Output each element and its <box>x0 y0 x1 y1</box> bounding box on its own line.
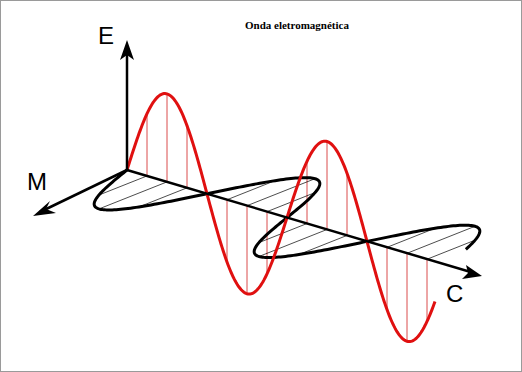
m-vector-line <box>427 240 475 259</box>
m-arrowhead <box>33 201 56 216</box>
field-vectors <box>99 94 475 341</box>
c-axis <box>127 170 474 273</box>
e-vector-line <box>167 94 168 182</box>
diagram-title: Onda eletromagnética <box>245 20 349 31</box>
e-arrowhead <box>120 40 134 60</box>
e-vector-line <box>147 114 148 176</box>
axis-label: E <box>98 24 114 48</box>
e-vector-line <box>327 141 328 229</box>
electric-wave <box>127 94 435 342</box>
axis-label: M <box>27 170 47 194</box>
e-vector-line <box>247 206 248 294</box>
e-vector-line <box>347 173 348 235</box>
e-vector-line <box>267 212 268 274</box>
e-vector-line <box>427 259 428 321</box>
e-vector-line <box>227 200 228 262</box>
c-arrowhead <box>462 265 482 279</box>
m-axis <box>40 170 127 212</box>
e-vector-line <box>407 253 408 341</box>
e-vector-line <box>307 161 308 223</box>
e-vector-line <box>187 126 188 188</box>
e-axis <box>126 46 129 170</box>
axis-label: C <box>446 282 463 306</box>
field-waves <box>94 94 480 342</box>
axes <box>33 40 482 279</box>
e-vector-line <box>387 247 388 309</box>
